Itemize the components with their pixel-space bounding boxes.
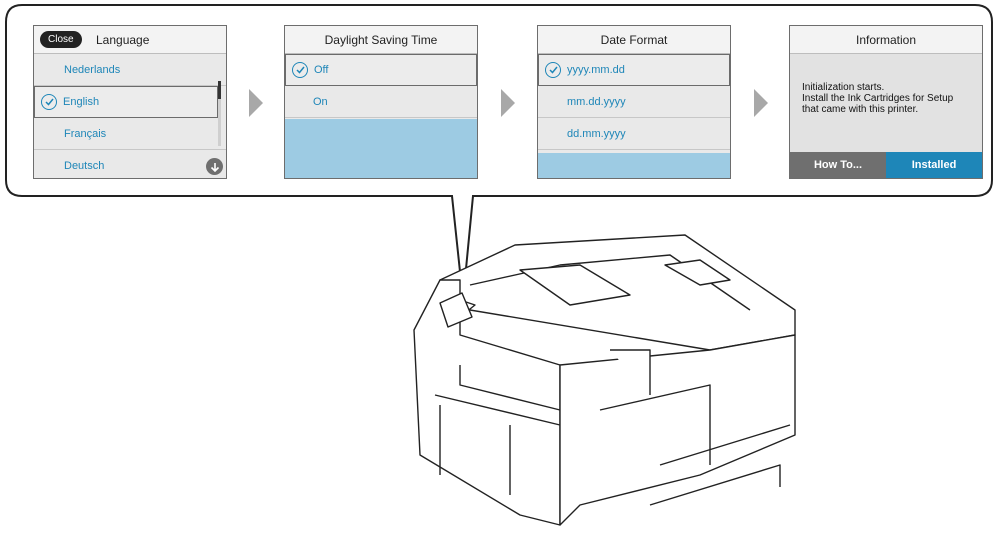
close-button[interactable]: Close [40, 31, 82, 48]
list-item-label: Off [314, 64, 329, 76]
date-format-title: Date Format [600, 32, 668, 47]
list-item-label: yyyy.mm.dd [567, 64, 625, 76]
date-format-screen: Date Format yyyy.mm.dd mm.dd.yyyy dd.mm.… [537, 25, 731, 179]
list-item-yyyymmdd[interactable]: yyyy.mm.dd [538, 54, 730, 86]
check-circle-icon [41, 94, 57, 110]
next-arrow-icon [249, 89, 263, 117]
language-screen: Close Language Nederlands English França… [33, 25, 227, 179]
list-item-deutsch[interactable]: Deutsch [34, 150, 226, 178]
language-header: Close Language [34, 26, 226, 54]
list-item-mmddyyyy[interactable]: mm.dd.yyyy [538, 86, 730, 118]
how-to-button[interactable]: How To... [790, 152, 886, 178]
language-title: Language [96, 32, 150, 47]
empty-area [538, 153, 730, 178]
list-item-label: On [313, 95, 328, 108]
list-item-francais[interactable]: Français [34, 118, 226, 150]
date-format-header: Date Format [538, 26, 730, 54]
next-arrow-icon [501, 89, 515, 117]
list-item-off[interactable]: Off [285, 54, 477, 86]
message-line: that came with this printer. [802, 104, 919, 115]
information-header: Information [790, 26, 982, 54]
message-line: Install the Ink Cartridges for Setup [802, 93, 954, 104]
list-item-label: dd.mm.yyyy [567, 127, 626, 140]
list-item-label: Nederlands [64, 63, 121, 76]
dst-title: Daylight Saving Time [324, 32, 438, 47]
next-arrow-icon [754, 89, 768, 117]
message-line: Initialization starts. [802, 82, 885, 93]
list-item-english[interactable]: English [34, 86, 218, 118]
list-item-ddmmyyyy[interactable]: dd.mm.yyyy [538, 118, 730, 150]
information-title: Information [855, 32, 917, 47]
list-item-label: Deutsch [64, 160, 105, 172]
list-item-label: Français [64, 127, 107, 140]
information-screen: Information Initialization starts. Insta… [789, 25, 983, 179]
check-circle-icon [292, 62, 308, 78]
scrollbar-track[interactable] [218, 81, 221, 146]
scroll-down-icon[interactable] [206, 158, 223, 175]
information-message: Initialization starts. Install the Ink C… [790, 54, 982, 152]
printer-illustration [413, 234, 796, 526]
list-item-nederlands[interactable]: Nederlands [34, 54, 226, 86]
list-item-label: English [63, 96, 100, 108]
dst-screen: Daylight Saving Time Off On [284, 25, 478, 179]
scrollbar-thumb[interactable] [218, 81, 221, 99]
empty-area [285, 119, 477, 178]
list-item-label: mm.dd.yyyy [567, 95, 626, 108]
dst-header: Daylight Saving Time [285, 26, 477, 54]
check-circle-icon [545, 62, 561, 78]
list-item-on[interactable]: On [285, 86, 477, 118]
installed-button[interactable]: Installed [886, 152, 982, 178]
